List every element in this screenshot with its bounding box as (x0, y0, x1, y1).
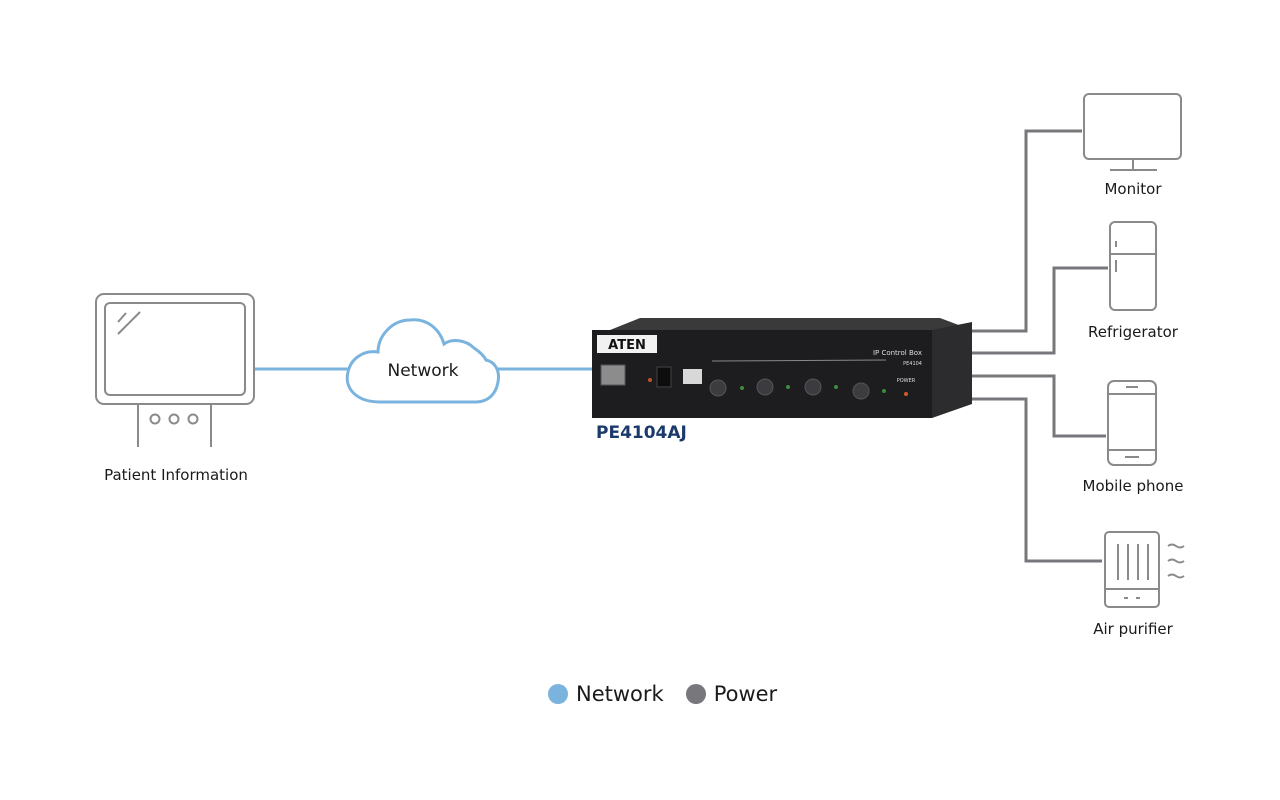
sensor-port (656, 366, 672, 388)
legend-item-power: Power (685, 682, 778, 706)
power-line-mobile-phone (972, 374, 1106, 438)
power-line-monitor (972, 129, 1082, 333)
relay-buttons (709, 378, 886, 400)
network-dot-icon (548, 684, 568, 704)
lan-port (600, 364, 626, 386)
legend-item-network: Network (548, 682, 664, 706)
power-dot-icon (685, 684, 706, 704)
device-panel-model: PE4104 (903, 361, 922, 367)
mobile-phone-icon (1107, 380, 1157, 466)
mobile-phone-label: Mobile phone (1082, 477, 1184, 495)
device-panel-title: IP Control Box (873, 349, 922, 357)
legend-power-label: Power (713, 682, 778, 706)
cloud-network-label: Network (387, 361, 459, 381)
legend: Network Power (548, 682, 799, 706)
device-brand: ATEN (608, 338, 646, 353)
patient-information-label: Patient Information (104, 466, 248, 484)
air-purifier-label: Air purifier (1093, 620, 1173, 638)
monitor-icon (1083, 93, 1182, 171)
refrigerator-label: Refrigerator (1088, 323, 1178, 341)
aten-logo (597, 335, 657, 353)
power-line-refrigerator (972, 266, 1108, 355)
monitor-label: Monitor (1104, 180, 1162, 198)
device-power-label: POWER (897, 378, 916, 384)
device-model-label: PE4104AJ (596, 423, 687, 443)
refrigerator-icon (1109, 221, 1157, 311)
door-sensor-port (683, 369, 702, 384)
power-led (904, 392, 908, 396)
cloud-icon (345, 318, 500, 404)
ip-control-box-device (592, 318, 972, 418)
patient-monitor-icon (95, 293, 255, 447)
power-line-air-purifier (972, 397, 1102, 563)
air-purifier-icon (1104, 531, 1185, 608)
legend-network-label: Network (576, 682, 664, 706)
